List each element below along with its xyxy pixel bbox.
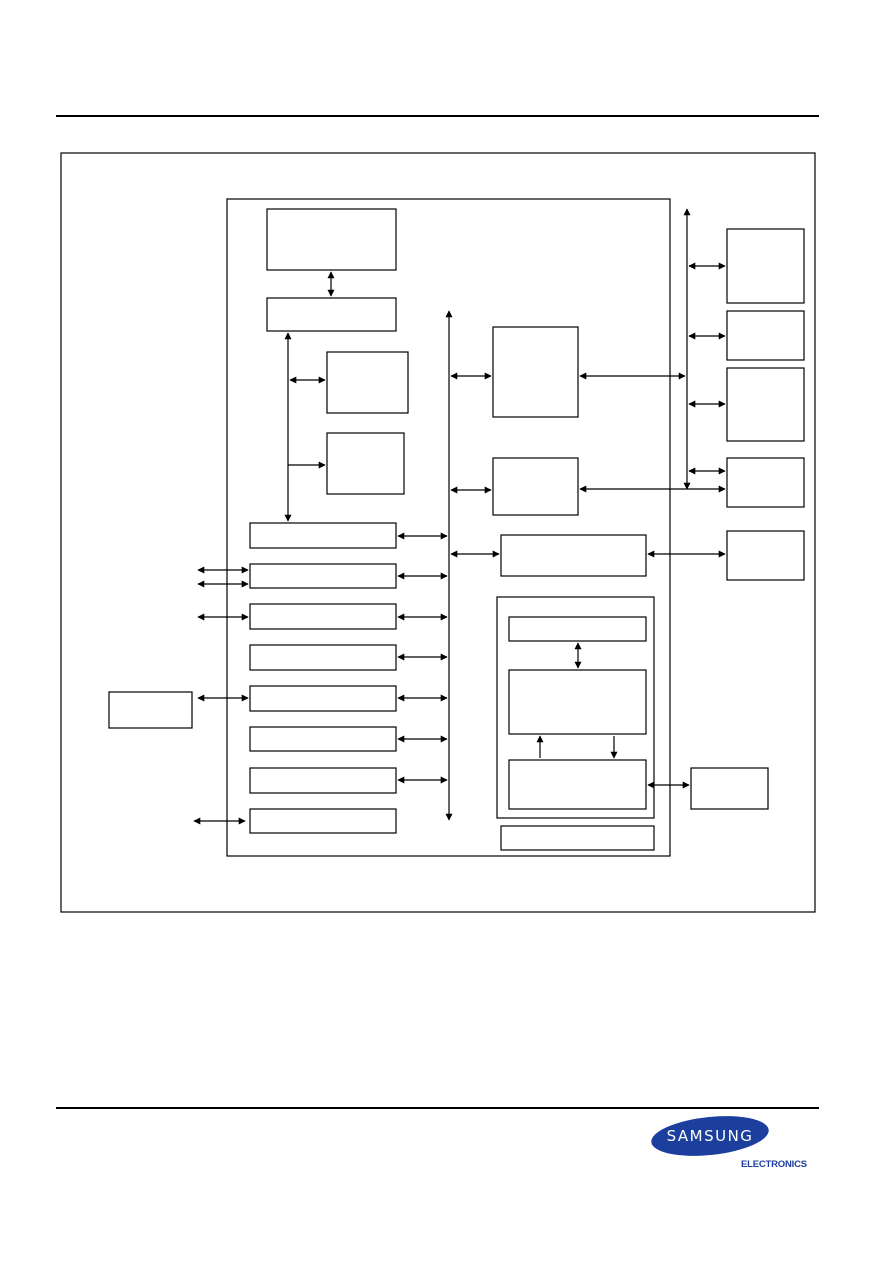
periph-block-2 [249,563,397,589]
block-left-b [326,432,405,495]
periph-block-1 [249,522,397,549]
center-block-wide [500,534,647,577]
external-right-2 [726,310,805,361]
logo-brand: SAMSUNG [666,1127,754,1145]
samsung-logo: SAMSUNG [649,1110,771,1162]
external-right-5 [726,530,805,581]
periph-block-6 [249,726,397,752]
footer-rule [56,1107,819,1109]
external-right-4 [726,457,805,508]
subsystem-middle [508,669,647,735]
bottom-bar-block [500,825,655,851]
logo-subtitle: ELECTRONICS [741,1159,807,1170]
block-top-upper [266,208,397,271]
periph-block-4 [249,644,397,671]
subsystem-bottom [508,759,647,810]
chip-boundary [226,198,671,857]
periph-block-5 [249,685,397,712]
subsystem-frame [496,596,655,819]
external-right-1 [726,228,805,304]
block-left-a [326,351,409,414]
external-right-3 [726,367,805,442]
center-block-small [492,457,579,516]
outer-frame [60,152,816,913]
subsystem-top [508,616,647,642]
external-left-box [108,691,193,729]
periph-block-3 [249,603,397,630]
external-right-6 [690,767,769,810]
center-block-large [492,326,579,418]
header-rule [56,115,819,117]
periph-block-7 [249,767,397,794]
block-top-lower [266,297,397,332]
periph-block-8 [249,808,397,834]
